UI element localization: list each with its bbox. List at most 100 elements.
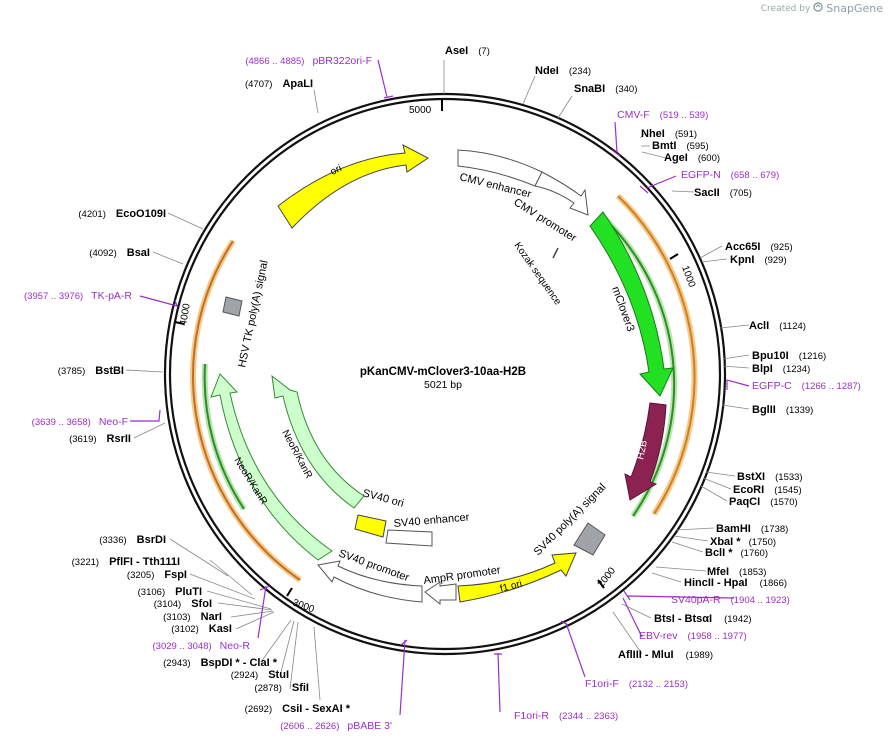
svg-text:(3785)BstBI: (3785)BstBI: [58, 365, 124, 377]
svg-text:AclI(1124): AclI(1124): [749, 320, 806, 332]
primer-EGFP-C: EGFP-C: [752, 380, 792, 392]
plasmid-title: pKanCMV-mClover3-10aa-H2B 5021 bp: [360, 366, 526, 391]
svg-text:(3336)BsrDI: (3336)BsrDI: [99, 534, 166, 546]
svg-text:(3221)PflFI - Tth111I: (3221)PflFI - Tth111I: [72, 556, 180, 568]
enzyme-BstXI: BstXI: [737, 471, 765, 483]
svg-text:(3102)KasI: (3102)KasI: [171, 623, 232, 635]
primer-EBV-rev: EBV-rev: [639, 630, 678, 642]
feature-mclover3: [589, 211, 674, 397]
snapgene-logo-icon: [813, 2, 823, 15]
enzyme-NarI: NarI: [201, 611, 222, 623]
svg-text:PaqCI(1570): PaqCI(1570): [729, 496, 798, 508]
snapgene-watermark: Created by SnapGene: [761, 2, 883, 15]
enzyme-AclI: AclI: [749, 320, 769, 332]
svg-text:(2924)StuI: (2924)StuI: [231, 669, 289, 681]
svg-text:EGFP-N(658 .. 679): EGFP-N(658 .. 679): [681, 169, 779, 181]
enzyme-EcoO109I: EcoO109I: [116, 208, 166, 220]
svg-text:BamHI(1738): BamHI(1738): [716, 523, 788, 535]
svg-text:BmtI(595): BmtI(595): [652, 140, 709, 152]
tick-5000: 5000: [409, 105, 432, 116]
snapgene-brand: SnapGene: [826, 2, 883, 15]
enzyme-SfoI: SfoI: [191, 598, 212, 610]
svg-text:AflIII - MluI(1989): AflIII - MluI(1989): [618, 649, 713, 661]
label-kozak: Kozak sequence: [512, 240, 564, 307]
enzyme-NheI: NheI: [641, 128, 665, 140]
tick-1000: 1000: [679, 264, 697, 289]
svg-text:AgeI(600): AgeI(600): [664, 152, 720, 164]
enzyme-labels: AseI(7) NdeI(234) SnaBI(340) NheI(591) B…: [58, 45, 826, 715]
svg-text:EGFP-C(1266 .. 1287): EGFP-C(1266 .. 1287): [752, 380, 861, 392]
label-h2b: H2B: [635, 439, 650, 461]
enzyme-SacII: SacII: [694, 187, 720, 199]
svg-text:KpnI(929): KpnI(929): [730, 254, 787, 266]
enzyme-PaqCI: PaqCI: [729, 496, 760, 508]
primer-CMV-F: CMV-F: [617, 109, 650, 121]
svg-text:(4092)BsaI: (4092)BsaI: [89, 247, 150, 259]
site-leaders: [125, 60, 750, 701]
feature-neor-kanr-inner: [271, 374, 365, 509]
primer-EGFP-N: EGFP-N: [681, 169, 721, 181]
svg-text:(3619)RsrII: (3619)RsrII: [69, 433, 131, 445]
primer-markers: [130, 59, 750, 716]
label-sv40-ori: SV40 ori: [361, 487, 405, 510]
plasmid-length: 5021 bp: [424, 379, 462, 391]
svg-text:(3639 .. 3658)Neo-F: (3639 .. 3658)Neo-F: [32, 416, 128, 428]
label-sv40-enhancer: SV40 enhancer: [393, 511, 470, 530]
feature-cmv-promoter: [534, 171, 589, 216]
enzyme-PluTI: PluTI: [175, 586, 202, 598]
feature-sv40-ori: [354, 514, 387, 538]
svg-text:BtsI - BtsαI(1942): BtsI - BtsαI(1942): [654, 613, 752, 625]
svg-text:SacII(705): SacII(705): [694, 187, 752, 199]
enzyme-BtsI-BtsaI: BtsI - BtsαI: [654, 613, 712, 625]
enzyme-BspDI-ClaI: BspDI * - ClaI *: [201, 657, 278, 669]
enzyme-HincII-HpaI: HincII - HpaI: [684, 577, 748, 589]
primer-pBABE-3: pBABE 3': [347, 720, 392, 732]
svg-text:(3104)SfoI: (3104)SfoI: [154, 598, 212, 610]
feature-h2b: [624, 402, 667, 501]
svg-text:(4201)EcoO109I: (4201)EcoO109I: [78, 208, 166, 220]
svg-text:EBV-rev(1958 .. 1977): EBV-rev(1958 .. 1977): [639, 630, 747, 642]
svg-text:CMV-F(519 .. 539): CMV-F(519 .. 539): [617, 109, 708, 121]
primer-labels: (4866 .. 4885)pBR322ori-F CMV-F(519 .. 5…: [24, 55, 861, 732]
enzyme-BclI: BclI *: [705, 547, 733, 559]
svg-text:SnaBI(340): SnaBI(340): [574, 83, 637, 95]
enzyme-PflFI-Tth111I: PflFI - Tth111I: [109, 556, 180, 568]
svg-text:(3106)PluTI: (3106)PluTI: [138, 586, 202, 598]
svg-text:F1ori-R(2344 .. 2363): F1ori-R(2344 .. 2363): [514, 710, 618, 722]
svg-text:(3103)NarI: (3103)NarI: [163, 611, 222, 623]
enzyme-NdeI: NdeI: [535, 65, 559, 77]
svg-text:NdeI(234): NdeI(234): [535, 65, 591, 77]
enzyme-SnaBI: SnaBI: [574, 83, 605, 95]
primer-pBR322ori-F: pBR322ori-F: [312, 55, 372, 67]
feature-kozak: [552, 247, 559, 259]
svg-text:(2692)CsiI - SexAI *: (2692)CsiI - SexAI *: [245, 703, 351, 715]
feature-sv40-enhancer: [385, 529, 433, 547]
svg-text:MfeI(1853): MfeI(1853): [707, 566, 766, 578]
enzyme-BsrDI: BsrDI: [137, 534, 166, 546]
plasmid-name: pKanCMV-mClover3-10aa-H2B: [360, 366, 526, 378]
feature-f1-ori: [457, 552, 577, 603]
svg-text:(3957 .. 3976)TK-pA-R: (3957 .. 3976)TK-pA-R: [24, 290, 132, 302]
created-by-label: Created by: [760, 3, 811, 14]
svg-text:(4707)ApaLI: (4707)ApaLI: [245, 78, 313, 90]
svg-text:EcoRI(1545): EcoRI(1545): [733, 484, 802, 496]
svg-text:BglII(1339): BglII(1339): [752, 404, 813, 416]
feature-neor-kanr-outer: [210, 373, 333, 561]
enzyme-RsrII: RsrII: [107, 433, 131, 445]
tick-2000: 2000: [596, 565, 619, 590]
feature-ori: [277, 144, 429, 229]
svg-text:(3029 .. 3048)Neo-R: (3029 .. 3048)Neo-R: [153, 640, 251, 652]
svg-text:(2606 .. 2626)pBABE 3': (2606 .. 2626)pBABE 3': [280, 720, 392, 732]
enzyme-SfiI: SfiI: [292, 682, 309, 694]
enzyme-BlpI: BlpI: [752, 363, 773, 375]
enzyme-XbaI: XbaI *: [710, 536, 741, 548]
enzyme-BsaI: BsaI: [127, 247, 150, 259]
svg-text:(2878)SfiI: (2878)SfiI: [254, 682, 309, 694]
svg-text:Acc65I(925): Acc65I(925): [725, 241, 793, 253]
enzyme-ApaLI: ApaLI: [282, 78, 313, 90]
svg-text:Bpu10I(1216): Bpu10I(1216): [752, 350, 826, 362]
enzyme-FspI: FspI: [164, 569, 187, 581]
svg-text:SV40pA-R(1904 .. 1923): SV40pA-R(1904 .. 1923): [671, 594, 790, 606]
enzyme-BstBI: BstBI: [95, 365, 124, 377]
label-cmv-promoter: CMV promoter: [511, 196, 578, 244]
